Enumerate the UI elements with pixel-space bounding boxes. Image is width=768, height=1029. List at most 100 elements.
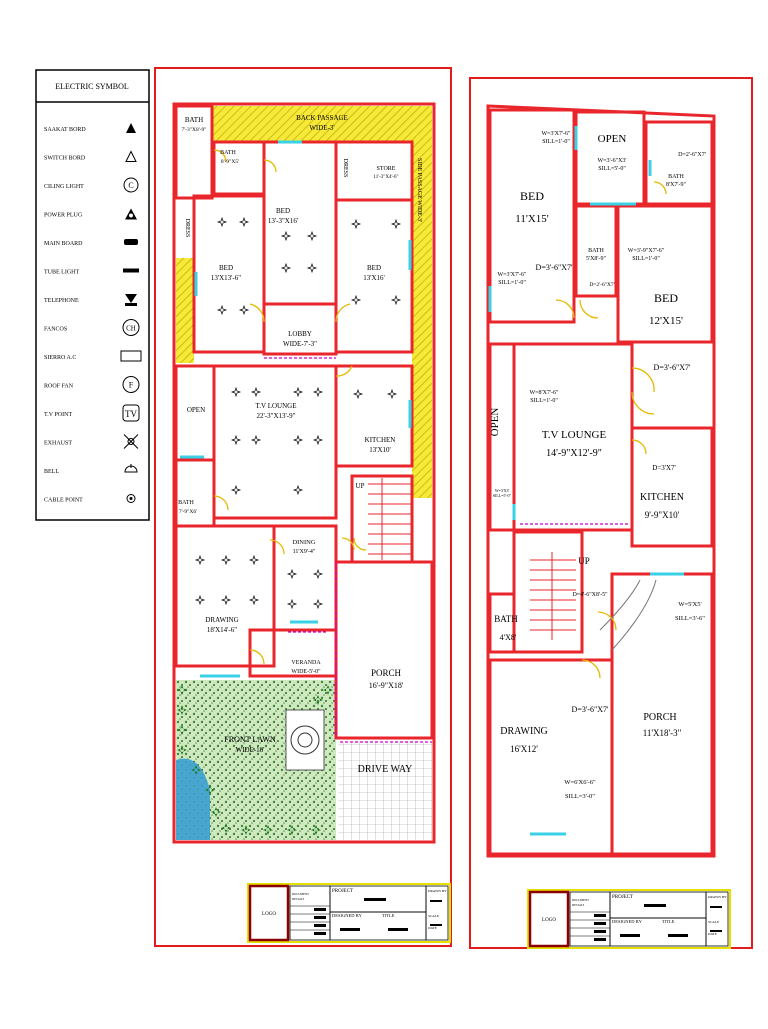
ceiling-light-mark xyxy=(250,386,262,398)
p1-bath2-dim: 8'-9"X5' xyxy=(221,159,239,165)
ceiling-light-mark xyxy=(194,554,206,566)
stair-treads xyxy=(368,478,412,560)
tv-point-icon: TV xyxy=(122,404,140,422)
p1-bed-right-dim: 13'X16' xyxy=(363,274,385,282)
tb-drawn-by: DRAWN BY xyxy=(428,889,447,893)
ceiling-light-mark xyxy=(220,554,232,566)
ceiling-light-mark xyxy=(248,554,260,566)
p2-open-top: OPEN xyxy=(598,133,627,145)
p2-w7: W=6'X6'-6" xyxy=(564,779,596,786)
p1-lobby-dim: WIDE-7'-3" xyxy=(283,340,317,348)
pond xyxy=(176,758,210,840)
p2-kitchen-dim: 9'-9"X10' xyxy=(645,510,680,520)
tb-document: DOCUMENT xyxy=(572,898,589,902)
p1-porch-dim: 16'-9"X18' xyxy=(369,681,404,690)
legend-row: EXHAUST xyxy=(44,434,139,449)
bell-icon xyxy=(124,464,138,473)
p1-store: STORE xyxy=(377,166,396,172)
p1-tv-lounge-dim: 22'-3"X13'-9" xyxy=(257,412,296,420)
p2-w6-sill: SILL=3'-6" xyxy=(675,615,705,622)
legend-label: BELL xyxy=(44,469,59,475)
legend-row: SIERRO A.C xyxy=(44,350,142,362)
p2-w2-sill: SILL=5'-0" xyxy=(598,166,626,172)
ceiling-light-mark xyxy=(350,218,362,230)
telephone-icon xyxy=(125,294,137,306)
p2-drawing-dim: 16'X12' xyxy=(510,744,538,754)
p1-bath-top-dim: 7'-3"X8'-9" xyxy=(181,127,206,133)
tb-document: DOCUMENT xyxy=(292,892,309,896)
ceiling-light-mark xyxy=(286,598,298,610)
windows-plan2 xyxy=(488,126,684,836)
plant-mark xyxy=(221,823,231,833)
p1-front-lawn-dim: WIDE-16' xyxy=(236,746,265,754)
ceiling-light-mark xyxy=(312,434,324,446)
cable-point-icon xyxy=(126,494,136,503)
legend-label: SWITCH BORD xyxy=(44,156,86,162)
p2-bed-right-dim: 12'X15' xyxy=(649,315,683,327)
p2-w3-sill: SILL=1'-0" xyxy=(632,256,660,262)
plot-outline xyxy=(172,102,436,844)
p1-drawing-dim: 18'X14'-6" xyxy=(207,626,237,634)
windows-plan1 xyxy=(180,140,412,678)
p1-bath2: BATH xyxy=(220,150,236,156)
p1-bed-left: BED xyxy=(219,264,233,272)
p1-veranda: VERANDA xyxy=(291,660,321,666)
ceiling-light-mark xyxy=(220,594,232,606)
p2-drawing: DRAWING xyxy=(500,726,548,737)
legend-label: TUBE LIGHT xyxy=(44,270,79,276)
p2-w4: W=3'X7'-6" xyxy=(498,272,528,278)
plants xyxy=(177,685,333,835)
p1-store-dim: 11'-3"X4'-6" xyxy=(373,175,398,180)
ceiling-light-icon: C xyxy=(123,177,139,193)
tb-date: DATE xyxy=(428,926,437,930)
p1-dining-dim: 11'X9'-4" xyxy=(293,549,316,555)
legend-label: ROOF FAN xyxy=(44,384,74,390)
p2-w2: W=3'-6"X3' xyxy=(598,158,627,164)
legend-label: CILING LIGHT xyxy=(44,184,84,190)
tb-designed-by: DESIGNED BY xyxy=(612,919,643,924)
p2-w7-sill: SILL=3'-0" xyxy=(565,793,595,800)
ceiling-light-mark xyxy=(230,484,242,496)
doors-plan1 xyxy=(213,149,367,665)
drive-way-fill xyxy=(338,742,432,840)
p2-d-lounge: D=3'-6"X7' xyxy=(654,363,691,372)
left-hatch-fill xyxy=(176,258,194,363)
plant-mark xyxy=(323,685,333,695)
svg-text:TV: TV xyxy=(125,409,137,419)
p2-w1: W=3'X7'-6" xyxy=(542,131,572,137)
ground-floor-sheet: BATH 7'-3"X8'-9" BACK PASSAGE WIDE-3' BA… xyxy=(154,67,452,947)
p1-bed-center: BED xyxy=(276,207,290,215)
ac-icon xyxy=(120,350,142,362)
ceiling-light-mark xyxy=(216,304,228,316)
legend-title: ELECTRIC SYMBOL xyxy=(55,82,129,91)
p2-d-drawing: D=3'-6"X7' xyxy=(572,705,609,714)
legend-row: SAAKAT BORD xyxy=(44,123,136,133)
plant-mark xyxy=(241,825,251,835)
p1-dining: DINING xyxy=(292,539,315,546)
plant-mark xyxy=(177,725,187,735)
ceiling-light-mark xyxy=(238,216,250,228)
logo-text: LOGO xyxy=(542,918,556,923)
p2-w-small: W=3'X3' xyxy=(495,488,510,493)
plant-mark xyxy=(313,695,323,705)
tb-scale: SCALE xyxy=(708,920,719,924)
ceiling-light-mark xyxy=(312,598,324,610)
ceiling-light-mark xyxy=(390,218,402,230)
p2-d-bed: D=3'-6"X7' xyxy=(536,263,573,272)
ceiling-light-mark xyxy=(350,294,362,306)
p2-d-stair: D=4'-6"X8'-5" xyxy=(572,592,608,598)
svg-text:F: F xyxy=(129,381,134,390)
legend-row: MAIN BOARD xyxy=(44,239,138,247)
first-floor-sheet: W=3'X7'-6" SILL=1'-0" OPEN W=3'-6"X3' SI… xyxy=(469,77,753,949)
plant-mark xyxy=(287,825,297,835)
p2-up: UP xyxy=(578,556,590,566)
legend-label: MAIN BOARD xyxy=(44,241,83,247)
p2-porch-dim: 11'X18'-3" xyxy=(643,728,682,738)
p1-bath-top: BATH xyxy=(185,116,203,124)
legend-row: TELEPHONE xyxy=(44,294,137,306)
tube-light-icon xyxy=(123,268,139,273)
p1-bath3-dim: 7'-9"X6' xyxy=(179,509,197,515)
